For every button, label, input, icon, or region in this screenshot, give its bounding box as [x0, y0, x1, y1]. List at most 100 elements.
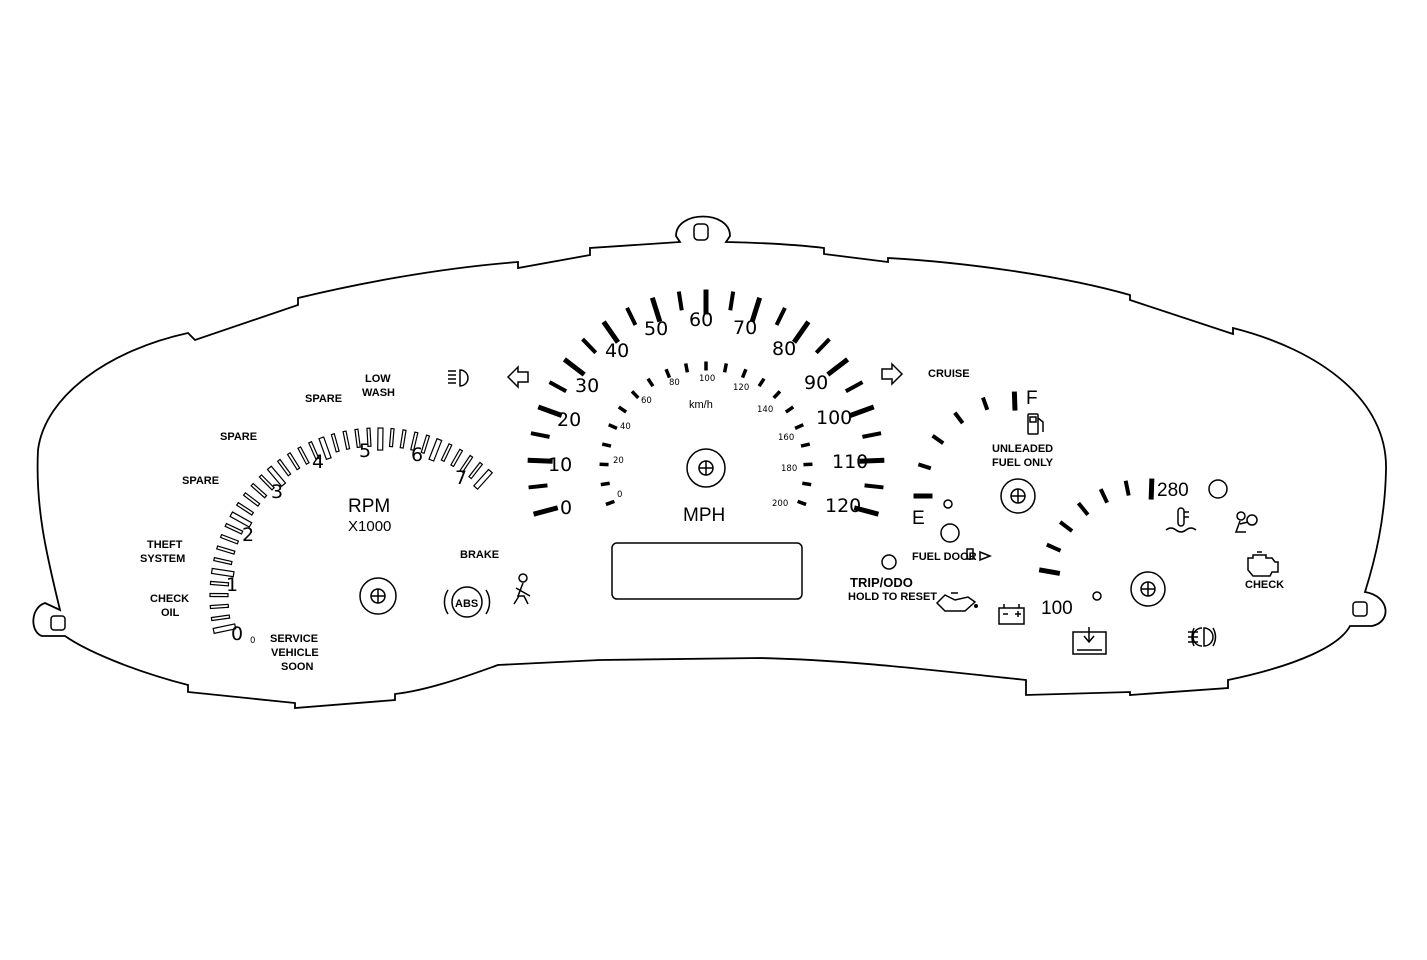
speed-ticks-mark — [794, 423, 805, 430]
kmh-number-0: 0 — [617, 490, 622, 500]
speed-ticks-mark — [728, 291, 736, 311]
temp-ticks-mark — [1038, 567, 1061, 576]
mph-number-30: 30 — [575, 375, 599, 397]
speed-ticks-mark — [844, 380, 864, 394]
fuel-ticks-mark — [1011, 391, 1018, 411]
tach-ticks-mark — [377, 427, 384, 451]
hold-to-reset-label: HOLD TO RESET — [848, 591, 937, 603]
speed-ticks-mark — [864, 483, 884, 490]
tach-number-5: 5 — [359, 440, 371, 462]
tach-ticks-mark — [410, 431, 419, 452]
tach-ticks-mark — [307, 440, 320, 461]
temp-ticks-mark — [1076, 501, 1090, 517]
high-beam-icon — [448, 369, 469, 387]
kmh-number-60: 60 — [641, 396, 652, 406]
service-label-1: SERVICE — [270, 633, 318, 645]
fog-lamp-icon — [1188, 627, 1217, 647]
speed-ticks-mark — [740, 368, 748, 379]
kmh-number-200: 200 — [772, 499, 788, 509]
speed-ticks-mark — [527, 457, 553, 464]
kmh-number-20: 20 — [613, 456, 624, 466]
tach-ticks-mark — [210, 614, 231, 622]
speed-ticks-mark — [548, 380, 568, 394]
tach-ticks-mark — [286, 451, 301, 471]
speed-ticks-mark — [784, 405, 795, 414]
tach-ticks-mark — [224, 522, 244, 535]
tach-number-6: 6 — [411, 444, 423, 466]
speed-ticks-mark — [605, 499, 615, 507]
fuel-ticks-mark — [917, 462, 932, 471]
low-wash-label-2: WASH — [362, 387, 395, 399]
speed-ticks-mark — [649, 297, 663, 323]
temp-ticks-mark — [1045, 542, 1062, 553]
tach-number-1: 1 — [226, 574, 238, 596]
left-mount-hole — [50, 615, 66, 631]
speed-ticks-mark — [862, 431, 882, 439]
tach-pivot — [359, 577, 397, 615]
speed-ticks-mark — [749, 297, 763, 323]
trip-reset-knob[interactable] — [881, 554, 897, 570]
tach-number-7: 7 — [455, 467, 467, 489]
speed-ticks-mark — [849, 404, 875, 418]
seatbelt-icon — [513, 573, 531, 605]
temp-ticks-mark — [1098, 488, 1109, 504]
tach-ticks-mark — [297, 446, 310, 466]
fuel-ticks-mark — [953, 411, 965, 425]
unleaded-label-2: FUEL ONLY — [992, 457, 1054, 469]
fuel-ticks-mark — [931, 434, 945, 445]
kmh-number-180: 180 — [781, 464, 797, 474]
speed-ticks-mark — [853, 505, 880, 517]
speed-ticks-mark — [532, 505, 559, 517]
fuel-door-pump-icon — [966, 548, 993, 562]
fuel-full-label: F — [1026, 388, 1038, 409]
speed-ticks-mark — [826, 357, 850, 377]
mph-number-110: 110 — [832, 451, 868, 473]
kmh-number-40: 40 — [620, 422, 631, 432]
tach-ticks-mark — [399, 429, 407, 449]
fuel-gauge-ticks — [913, 391, 1018, 499]
mph-number-60: 60 — [689, 309, 713, 331]
unleaded-label-1: UNLEADED — [992, 443, 1053, 455]
trip-odo-label: TRIP/ODO — [850, 575, 913, 590]
speed-ticks-mark — [859, 457, 885, 464]
tach-ticks-mark — [219, 533, 240, 545]
speed-ticks-mark — [791, 320, 811, 344]
speed-ticks-mark — [630, 390, 640, 400]
speed-ticks-mark — [683, 363, 690, 373]
cruise-label: CRUISE — [928, 368, 970, 380]
temp-ticks-mark — [1123, 480, 1131, 496]
tach-ticks-mark — [420, 434, 431, 454]
spare-label-bottom: SPARE — [182, 475, 219, 487]
speed-ticks-mark — [722, 363, 729, 373]
tach-ticks-mark — [258, 474, 275, 491]
mph-number-100: 100 — [816, 407, 852, 429]
speed-ticks-mark — [625, 307, 638, 326]
tach-ticks-mark — [250, 482, 268, 499]
tach-number-2: 2 — [242, 524, 254, 546]
tach-ticks-mark — [472, 468, 494, 491]
speed-ticks-mark — [814, 337, 831, 355]
speedometer-ticks — [527, 289, 885, 517]
kmh-number-80: 80 — [669, 378, 680, 388]
fuel-ticks-mark — [981, 396, 990, 411]
check-engine-icon — [1247, 551, 1279, 577]
tach-ticks-mark — [276, 458, 292, 477]
oil-can-icon — [935, 592, 978, 612]
tach-ticks-mark — [366, 427, 372, 447]
spare-label-top: SPARE — [305, 393, 342, 405]
odometer-display — [611, 542, 803, 600]
temp-min-label: 100 — [1041, 598, 1073, 619]
tach-ticks-mark — [354, 428, 361, 449]
abs-icon: ABS — [443, 586, 491, 618]
tach-number-0: 0 — [231, 623, 243, 645]
mph-number-40: 40 — [605, 340, 629, 362]
tach-ticks-mark — [229, 511, 253, 528]
mph-number-80: 80 — [772, 338, 796, 360]
trunk-ajar-icon — [1072, 627, 1107, 655]
speed-ticks-mark — [703, 289, 709, 315]
speed-ticks-mark — [530, 431, 550, 439]
tach-ticks-mark — [459, 454, 474, 473]
tach-ticks-mark — [213, 556, 233, 566]
